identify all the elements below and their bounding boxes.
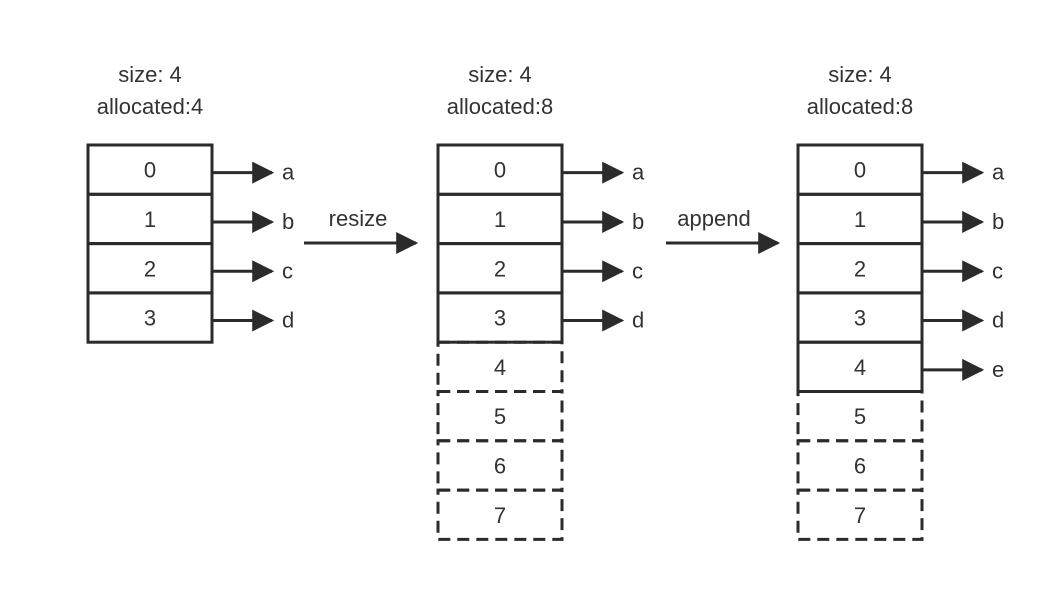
slot-index: 1 (854, 207, 866, 232)
transition-label: append (677, 206, 750, 231)
array-slot-5: 5 (436, 390, 564, 443)
slot-index: 1 (494, 207, 506, 232)
slot-value: a (992, 160, 1005, 185)
size-label: size: 4 (828, 62, 892, 87)
transition-append: append (666, 206, 781, 254)
slot-index: 6 (854, 453, 866, 478)
array-slot-4: 4 (436, 340, 564, 394)
slot-index: 3 (494, 306, 506, 331)
array-slot-7: 7 (796, 488, 924, 541)
allocated-label: allocated:8 (447, 94, 553, 119)
slot-index: 2 (854, 256, 866, 281)
slot-index: 0 (494, 158, 506, 183)
slot-value: b (632, 209, 644, 234)
array-slot-6: 6 (436, 439, 564, 492)
array-slot-7: 7 (436, 488, 564, 541)
array-slot-5: 5 (796, 390, 924, 443)
slot-index: 2 (144, 256, 156, 281)
slot-value: d (992, 308, 1004, 333)
slot-value: c (632, 258, 643, 283)
slot-index: 0 (144, 158, 156, 183)
allocated-label: allocated:8 (807, 94, 913, 119)
slot-index: 2 (494, 256, 506, 281)
slot-value: a (632, 160, 645, 185)
transition-label: resize (329, 206, 388, 231)
slot-index: 4 (854, 355, 866, 380)
slot-index: 7 (494, 503, 506, 528)
slot-value: d (632, 308, 644, 333)
allocated-label: allocated:4 (97, 94, 203, 119)
slot-value: c (282, 258, 293, 283)
slot-box-unused (796, 488, 924, 541)
array-slot-6: 6 (796, 439, 924, 492)
slot-box-used (86, 291, 214, 344)
slot-value: e (992, 357, 1004, 382)
slot-value: d (282, 308, 294, 333)
slot-value: b (992, 209, 1004, 234)
slot-index: 3 (854, 306, 866, 331)
slot-value: c (992, 258, 1003, 283)
slot-index: 3 (144, 306, 156, 331)
slot-index: 5 (854, 404, 866, 429)
transition-resize: resize (304, 206, 419, 254)
slot-index: 1 (144, 207, 156, 232)
size-label: size: 4 (468, 62, 532, 87)
slot-index: 0 (854, 158, 866, 183)
slot-index: 7 (854, 503, 866, 528)
slot-index: 4 (494, 355, 506, 380)
slot-index: 6 (494, 453, 506, 478)
size-label: size: 4 (118, 62, 182, 87)
slot-box-unused (436, 488, 564, 541)
slot-index: 5 (494, 404, 506, 429)
slot-value: b (282, 209, 294, 234)
slot-value: a (282, 160, 295, 185)
